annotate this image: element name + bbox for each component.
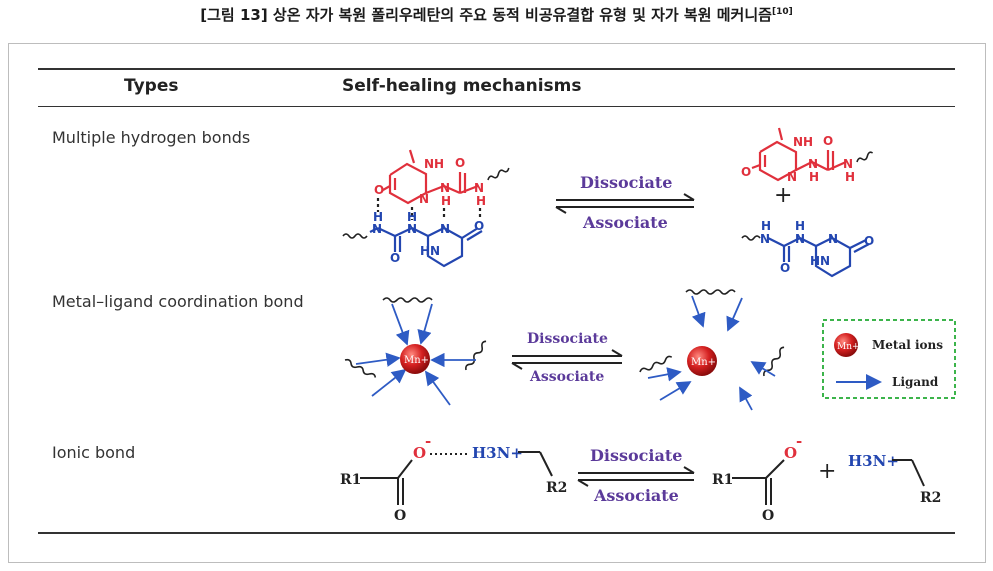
atom-h: H	[373, 210, 383, 224]
ionic-pair-associated: R1 O O - H3N+ R2	[340, 432, 567, 524]
atom-n: N	[474, 181, 484, 195]
table-bottom-rule	[38, 532, 955, 534]
atom-hn: HN	[420, 244, 440, 258]
dissociate-label: Dissociate	[527, 331, 608, 347]
ionic-pair-dissociated: R1 O O - + H3N+ R2	[712, 432, 941, 524]
r2-group: R2	[546, 480, 567, 496]
atom-nh: NH	[424, 157, 444, 171]
dissociate-label: Dissociate	[590, 446, 682, 465]
atom-n: N	[808, 157, 818, 171]
atom-h: H	[795, 219, 805, 233]
row-label-metal-ligand: Metal–ligand coordination bond	[52, 292, 304, 311]
atom-n: N	[760, 232, 770, 246]
equilibrium-arrow-3	[577, 466, 695, 487]
associate-label: Associate	[582, 213, 668, 232]
metal-ion-label: Mn+	[691, 357, 716, 368]
atom-h: H	[407, 210, 417, 224]
caption-reference: [10]	[771, 7, 793, 17]
atom-n: N	[440, 222, 450, 236]
atom-n: N	[407, 222, 417, 236]
atom-n: N	[419, 192, 429, 206]
row-label-hydrogen-bonds: Multiple hydrogen bonds	[52, 128, 251, 147]
table-top-rule	[38, 68, 955, 70]
oxygen-anion: O	[784, 444, 797, 462]
atom-n: N	[828, 232, 838, 246]
row-label-ionic-bond: Ionic bond	[52, 443, 136, 462]
equilibrium-arrow-1	[555, 193, 695, 214]
atom-n: N	[440, 181, 450, 195]
metal-complex-dissociated: Mn+	[639, 289, 785, 411]
column-header-mechanisms: Self-healing mechanisms	[342, 76, 582, 96]
atom-n: N	[843, 157, 853, 171]
associate-label: Associate	[529, 369, 604, 385]
blue-product-molecule: H N O H N N HN O	[741, 219, 874, 278]
atom-o: O	[780, 261, 790, 275]
atom-o: O	[474, 219, 484, 233]
legend-metal-symbol: Mn+	[837, 342, 860, 352]
atom-h: H	[845, 170, 855, 184]
column-header-types: Types	[124, 76, 179, 96]
atom-n: N	[787, 170, 797, 184]
atom-hn: HN	[810, 254, 830, 268]
atom-o: O	[762, 508, 774, 524]
ammonium-group: H3N+	[472, 444, 523, 462]
legend-ligand: Ligand	[892, 375, 939, 389]
figure-frame	[8, 43, 986, 563]
r1-group: R1	[712, 472, 733, 488]
r1-group: R1	[340, 472, 361, 488]
metal-complex-bound: Mn+	[344, 297, 487, 406]
equilibrium-arrow-2	[511, 349, 623, 370]
atom-h: H	[809, 170, 819, 184]
dissociate-label: Dissociate	[580, 173, 672, 192]
figure-caption: [그림 13] 상온 자가 복원 폴리우레탄의 주요 동적 비공유결합 유형 및…	[0, 4, 993, 25]
atom-h: H	[761, 219, 771, 233]
atom-o: O	[741, 165, 751, 179]
metal-ion-label: Mn+	[404, 355, 429, 366]
caption-text: [그림 13] 상온 자가 복원 폴리우레탄의 주요 동적 비공유결합 유형 및…	[200, 6, 772, 24]
atom-o: O	[374, 183, 384, 197]
atom-o: O	[390, 251, 400, 265]
atom-o: O	[455, 156, 465, 170]
table-header-rule	[38, 106, 955, 107]
legend-box: Mn+ Metal ions Ligand	[822, 319, 956, 399]
atom-n: N	[372, 222, 382, 236]
atom-h: H	[441, 194, 451, 208]
red-product-molecule: O NH N N H O N H	[741, 127, 874, 184]
atom-h: H	[476, 194, 486, 208]
hydrogen-bonded-dimer: O NH N N H O N H H	[342, 149, 510, 268]
associate-label: Associate	[593, 486, 679, 505]
plus-sign: +	[818, 459, 836, 484]
negative-charge: -	[796, 432, 802, 450]
negative-charge: -	[425, 432, 431, 450]
atom-o: O	[394, 508, 406, 524]
atom-o: O	[823, 134, 833, 148]
plus-sign: +	[774, 183, 792, 208]
legend-metal-ions: Metal ions	[872, 338, 943, 352]
atom-n: N	[795, 232, 805, 246]
ammonium-group: H3N+	[848, 452, 899, 470]
atom-o: O	[864, 234, 874, 248]
r2-group: R2	[920, 490, 941, 506]
oxygen-anion: O	[413, 444, 426, 462]
atom-nh: NH	[793, 135, 813, 149]
